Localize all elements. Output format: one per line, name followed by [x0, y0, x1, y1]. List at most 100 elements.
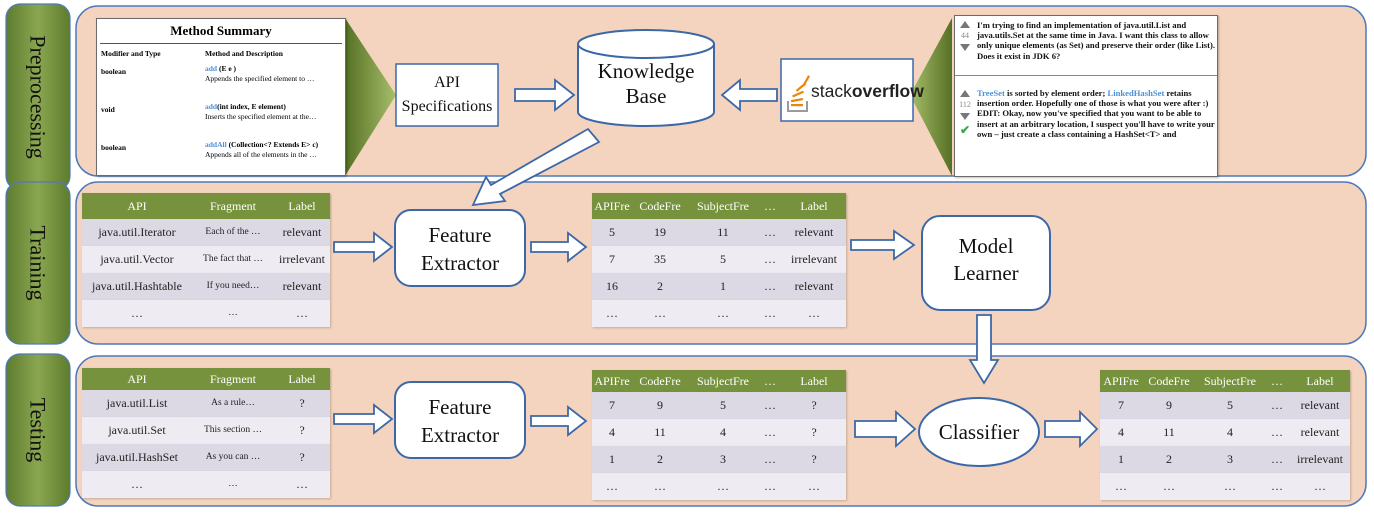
method-name-link[interactable]: addAll [205, 140, 227, 149]
feature-extractor-training-box [394, 209, 526, 287]
method-name-link[interactable]: add [205, 64, 218, 73]
table-row: ……… [82, 471, 330, 498]
so-answer-lhs-link[interactable]: LinkedHashSet [1107, 88, 1165, 98]
so-answer-text: TreeSet is sorted by element order; Link… [977, 88, 1215, 139]
upvote-icon [960, 21, 970, 28]
table-cell: relevant [1300, 398, 1340, 412]
table-cell: 16 [606, 279, 618, 293]
table-cell: irrelevant [791, 252, 837, 266]
table-cell: … [1115, 479, 1127, 493]
table-cell: ? [811, 425, 817, 439]
table-cell: … [764, 225, 776, 239]
feature-extractor-testing-line1: Feature [429, 395, 492, 419]
so-post-panel: 44 I'm trying to find an implementation … [954, 15, 1218, 177]
table-header-cell: … [764, 199, 776, 213]
model-learner-line1: Model [959, 234, 1014, 258]
table-cell: 4 [1118, 425, 1124, 439]
so-question-text: I'm trying to find an implementation of … [977, 20, 1215, 61]
so-answer-vote: 112 ✔ [957, 88, 973, 136]
training-label-box [5, 181, 71, 345]
table-cell: … [808, 479, 820, 493]
table-cell: … [1163, 479, 1175, 493]
table-cell: 4 [1227, 425, 1233, 439]
method-name-link[interactable]: add [205, 102, 218, 111]
arrow-test-input-to-fe [333, 403, 394, 435]
so-answer-text2: retains insertion order. Hopefully one o… [977, 88, 1209, 109]
table-header-cell: … [764, 374, 776, 388]
downvote-icon [960, 44, 970, 52]
so-answer-text1: is sorted by element order; [1004, 88, 1108, 98]
table-row: …………… [592, 473, 846, 500]
table-cell: 1 [1118, 452, 1124, 466]
model-learner-box [921, 215, 1051, 311]
table-cell: … [764, 306, 776, 320]
table-cell: relevant [794, 279, 834, 293]
table-cell: 19 [654, 225, 666, 239]
table-cell: 7 [1118, 398, 1124, 412]
method-summary-col2: Method and Description [205, 49, 283, 58]
feature-extractor-training-line1: Feature [429, 223, 492, 247]
table-header-cell: API [127, 372, 147, 386]
table-header-cell: CodeFre [639, 374, 681, 388]
table-cell: … [764, 252, 776, 266]
table-cell: relevant [794, 225, 834, 239]
table-cell: 9 [657, 398, 663, 412]
table-cell: 1 [720, 279, 726, 293]
table-cell: 9 [1166, 398, 1172, 412]
table-cell: … [296, 477, 308, 491]
feature-extractor-testing-box [394, 381, 526, 459]
table-cell: 11 [654, 425, 666, 439]
downvote-icon [960, 113, 970, 121]
arrow-train-fe-to-features [530, 231, 588, 263]
table-row: ……… [82, 300, 330, 327]
table-header-cell: CodeFre [1148, 374, 1190, 388]
so-question-votes: 44 [961, 31, 969, 40]
table-row: …………… [1100, 473, 1350, 500]
so-post-wedge [910, 18, 952, 176]
table-cell: 3 [1227, 452, 1233, 466]
table-cell: 11 [717, 225, 729, 239]
table-cell: … [654, 479, 666, 493]
table-cell: The fact that … [203, 254, 263, 264]
table-cell: … [654, 306, 666, 320]
table-cell: java.util.List [106, 396, 168, 410]
table-cell: 1 [609, 452, 615, 466]
table-cell: … [1224, 479, 1236, 493]
table-header-cell: … [1271, 374, 1283, 388]
model-learner-line2: Learner [953, 261, 1018, 285]
table-cell: 2 [1166, 452, 1172, 466]
training-label: Training [26, 226, 51, 301]
method-summary-col1: Modifier and Type [101, 49, 161, 58]
api-spec-line1: API [434, 74, 460, 91]
table-cell: … [606, 479, 618, 493]
table-cell: Each of the … [205, 227, 261, 237]
table-header-cell: SubjectFre [697, 199, 749, 213]
knowledge-base-line1: Knowledge [598, 59, 695, 83]
table-cell: … [296, 306, 308, 320]
table-cell: 5 [609, 225, 615, 239]
table-cell: 35 [654, 252, 666, 266]
table-cell: ? [299, 396, 305, 410]
so-answer-edit: EDIT: Okay, now you've specified that yo… [977, 108, 1215, 139]
table-cell: … [1271, 479, 1283, 493]
table-cell: java.util.Iterator [98, 225, 176, 239]
method-summary-wedge [345, 18, 396, 176]
so-answer-treeset-link[interactable]: TreeSet [977, 88, 1005, 98]
